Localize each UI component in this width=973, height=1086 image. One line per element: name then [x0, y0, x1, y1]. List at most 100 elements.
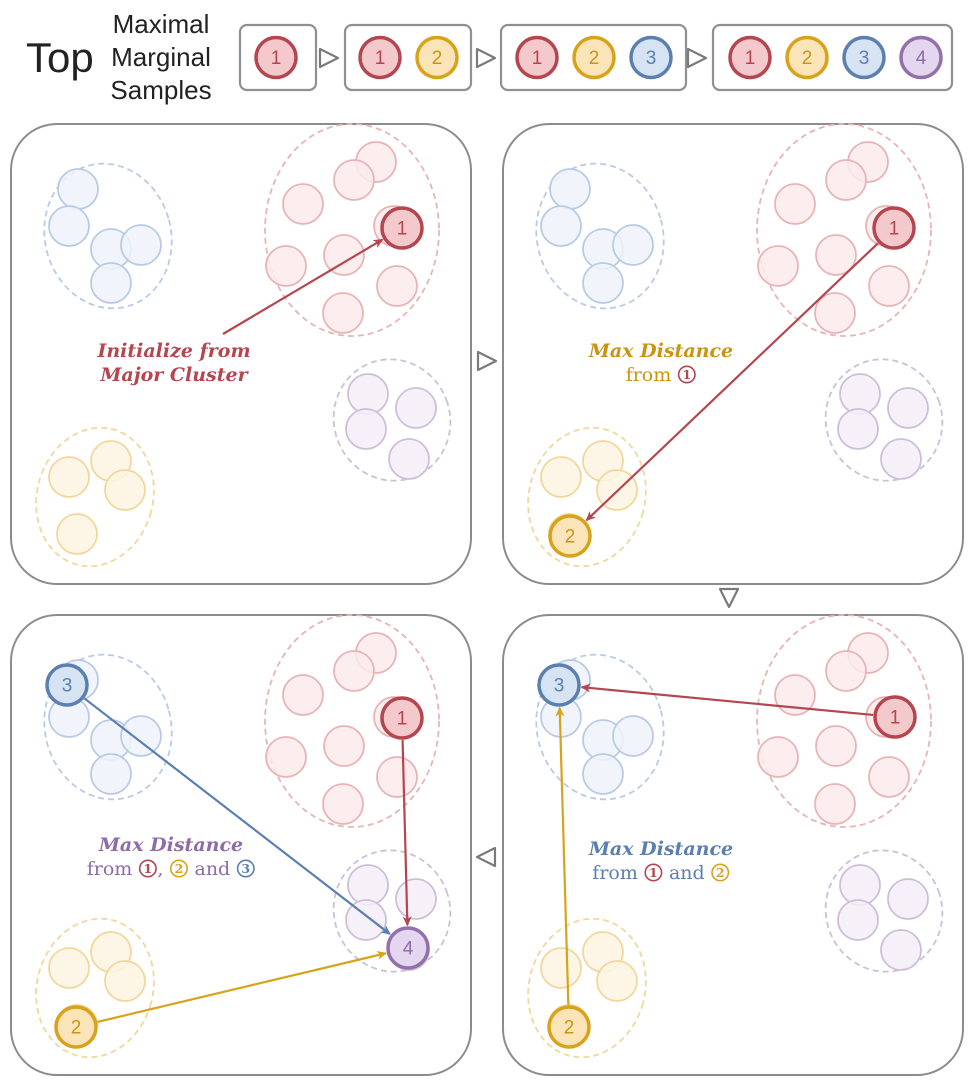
cluster-point	[345, 899, 387, 941]
caption-span: Initialize from	[96, 340, 250, 362]
cluster-boundary	[43, 162, 173, 310]
cluster-point	[48, 456, 90, 498]
caption-span: Max Distance	[98, 834, 243, 856]
selected-sample-1-number: 1	[890, 708, 901, 729]
cluster-purple	[824, 849, 944, 973]
sequence-arrow-2	[475, 47, 497, 69]
caption-line-2: Major Cluster	[99, 364, 249, 386]
caption-span: Max Distance	[588, 838, 733, 860]
selected-sample-2-circle	[54, 1005, 98, 1049]
sequence-sample-2: 2	[415, 35, 459, 80]
cluster-point	[540, 456, 582, 498]
arrow-2-to-4	[97, 950, 388, 1023]
cluster-point	[815, 725, 857, 767]
sequence-sample-4-circle	[899, 35, 943, 80]
caption-span: ,	[157, 858, 169, 880]
selected-sample-2-number: 2	[565, 527, 576, 548]
caption-span: and	[663, 862, 711, 884]
sequence-sample-1: 1	[515, 35, 559, 80]
caption-span: and	[188, 858, 236, 880]
cluster-point	[868, 756, 910, 798]
caption-text: from	[626, 364, 697, 386]
sequence-sample-1: 1	[358, 35, 402, 80]
selected-sample-3-circle	[45, 663, 89, 707]
selected-sample-3: 3	[537, 663, 581, 707]
arrows	[555, 683, 874, 1006]
transition-arrow-2-to-3	[718, 587, 740, 609]
cluster-point	[825, 650, 867, 692]
cluster-point	[120, 224, 162, 266]
sequence-sample-1-number: 1	[745, 48, 756, 69]
cluster-point	[388, 438, 430, 480]
caption-sample-ref-3	[236, 859, 255, 878]
selected-sample-1: 1	[380, 206, 424, 250]
arrow-caption-to-1	[222, 238, 384, 335]
cluster-point	[323, 234, 365, 276]
selected-sample-2-number: 2	[564, 1018, 575, 1039]
cluster-point	[104, 469, 146, 511]
cluster-point	[880, 438, 922, 480]
arrow-2-to-3	[555, 706, 570, 1006]
cluster-point	[333, 159, 375, 201]
selected-sample-1-number: 1	[889, 219, 900, 240]
caption-line-1: Initialize from	[96, 340, 250, 362]
sequence-sample-4: 4	[899, 35, 943, 80]
cluster-point	[395, 387, 437, 429]
cluster-boundary	[535, 653, 665, 801]
caption-sample-ref-number: 3	[241, 861, 250, 876]
cluster-boundary	[527, 426, 647, 568]
sequence-arrow-1	[318, 47, 340, 69]
cluster-point	[120, 715, 162, 757]
sequence-sample-3-number: 3	[859, 48, 870, 69]
caption-span: from	[87, 858, 139, 880]
caption-sample-ref-number: 1	[144, 861, 153, 876]
sequence-sample-2-number: 2	[589, 48, 600, 69]
caption-sample-ref-1	[644, 863, 663, 882]
sequence-sample-1-circle	[358, 35, 402, 80]
title-line-marginal: Marginal	[111, 42, 211, 72]
cluster-yellow	[35, 917, 155, 1059]
caption-text: from , and	[87, 858, 256, 880]
caption-text: from and	[592, 862, 729, 884]
cluster-point	[582, 753, 624, 795]
cluster-point	[815, 234, 857, 276]
selected-sample-1-circle	[873, 695, 917, 739]
cluster-point	[345, 408, 387, 450]
cluster-point	[757, 245, 799, 287]
cluster-boundary	[756, 123, 932, 337]
selected-sample-2-number: 2	[71, 1018, 82, 1039]
cluster-point	[757, 736, 799, 778]
sequence-sample-1-circle	[254, 35, 298, 80]
cluster-point	[323, 725, 365, 767]
caption-sample-ref-number: 2	[716, 865, 725, 880]
cluster-boundary	[43, 653, 173, 801]
cluster-point	[48, 205, 90, 247]
cluster-boundary	[264, 614, 440, 828]
cluster-point	[376, 756, 418, 798]
sequence-sample-2-number: 2	[802, 48, 813, 69]
arrows	[83, 697, 412, 1023]
sequence-group-1: 1	[238, 23, 318, 92]
caption-text: Major Cluster	[99, 364, 249, 386]
caption-line-1: Max Distance	[588, 340, 733, 362]
caption-sample-ref-2	[169, 859, 188, 878]
sequence-sample-3-circle	[842, 35, 886, 80]
sequence-sample-1-number: 1	[532, 48, 543, 69]
cluster-boundary	[35, 917, 155, 1059]
caption-line-2: from 1	[626, 364, 697, 386]
cluster-point	[56, 513, 98, 555]
sequence-arrow-3	[686, 47, 708, 69]
selected-sample-3: 3	[45, 663, 89, 707]
cluster-boundary	[264, 123, 440, 337]
sequence-sample-2-circle	[572, 35, 616, 80]
cluster-blue	[43, 162, 173, 310]
cluster-point	[868, 265, 910, 307]
cluster-point	[57, 168, 99, 210]
sequence-sample-1-circle	[728, 35, 772, 80]
